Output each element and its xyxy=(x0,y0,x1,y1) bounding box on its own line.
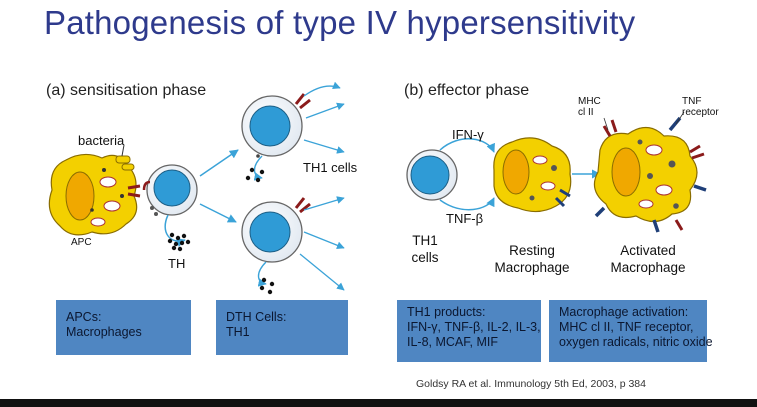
tnf-beta-label: TNF-β xyxy=(446,211,484,226)
dth-cells-box: DTH Cells:TH1 xyxy=(216,300,348,355)
th-label: TH xyxy=(168,256,186,271)
sensitisation-phase-label: (a) sensitisation phase xyxy=(46,82,207,99)
effector-phase-label: (b) effector phase xyxy=(404,82,530,99)
page-title: Pathogenesis of type IV hypersensitivity xyxy=(44,4,636,41)
macrophage-activation-box: Macrophage activation: MHC cl II, TNF re… xyxy=(549,300,713,362)
th1-cell-effector xyxy=(406,149,458,201)
bottom-bar xyxy=(0,399,757,407)
th1-cells-label: TH1 cells xyxy=(303,160,358,175)
apcs-box: APCs:Macrophages xyxy=(56,300,191,355)
th1-products-box: TH1 products: IFN-γ, TNF-β, IL-2, IL-3, … xyxy=(397,300,541,362)
resting-macrophage xyxy=(493,137,572,213)
cytokine-dots xyxy=(167,232,191,252)
th-cell xyxy=(142,164,198,216)
apc-label: APC xyxy=(71,237,92,248)
ifn-gamma-label: IFN-γ xyxy=(452,127,484,142)
th1-cell-top xyxy=(241,93,311,158)
apc-cell xyxy=(48,144,141,236)
th1-cell-bottom xyxy=(241,197,311,263)
activated-macrophage xyxy=(593,116,707,233)
vesicle-icon xyxy=(99,176,117,188)
bacteria-label: bacteria xyxy=(78,133,125,148)
bacteria-icon xyxy=(115,155,135,171)
citation: Goldsy RA et al. Immunology 5th Ed, 2003… xyxy=(416,378,646,390)
